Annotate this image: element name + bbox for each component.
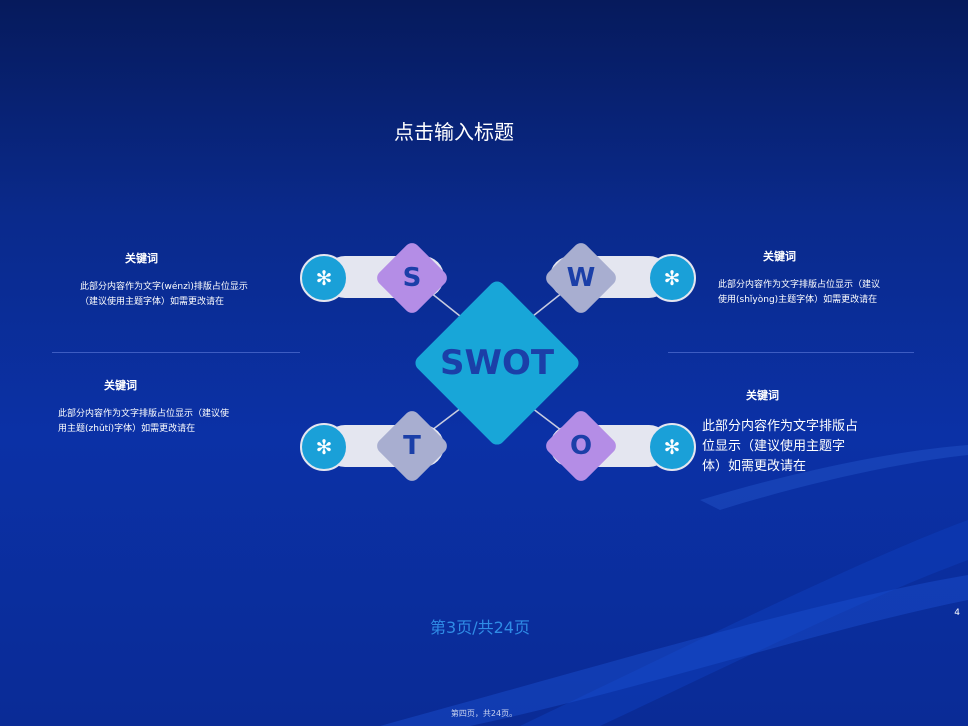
slide-number: 4 bbox=[954, 608, 960, 618]
w-body-text[interactable]: 此部分内容作为文字排版占位显示（建议使用(shǐyòng)主题字体）如需更改请在 bbox=[718, 280, 881, 305]
s-keyword[interactable]: 关键词 bbox=[125, 252, 158, 265]
w-asterisk-icon: ✻ bbox=[648, 254, 696, 302]
t-keyword[interactable]: 关键词 bbox=[104, 379, 137, 392]
s-diamond: S bbox=[373, 239, 451, 317]
w-diamond: W bbox=[542, 239, 620, 317]
swot-center-diamond: SWOT bbox=[411, 277, 583, 449]
o-asterisk-icon: ✻ bbox=[648, 423, 696, 471]
o-body-text[interactable]: 此部分内容作为文字排版占位显示（建议使用主题字体）如需更改请在 bbox=[702, 419, 859, 474]
o-letter: O bbox=[569, 431, 593, 461]
s-body-text[interactable]: 此部分内容作为文字(wénzì)排版占位显示（建议使用主题字体）如需更改请在 bbox=[80, 282, 248, 307]
w-letter: W bbox=[566, 263, 596, 293]
o-keyword[interactable]: 关键词 bbox=[746, 389, 779, 402]
o-diamond: O bbox=[542, 407, 620, 485]
s-asterisk-icon: ✻ bbox=[300, 254, 348, 302]
s-letter: S bbox=[402, 263, 422, 293]
right-divider bbox=[668, 352, 914, 353]
t-letter: T bbox=[403, 431, 421, 461]
t-diamond: T bbox=[373, 407, 451, 485]
left-divider bbox=[52, 352, 300, 353]
slide-title[interactable]: 点击输入标题 bbox=[394, 120, 514, 144]
footer-text: 第四页，共24页。 bbox=[450, 709, 518, 718]
t-body-text[interactable]: 此部分内容作为文字排版占位显示（建议使用主题(zhǔtí)字体）如需更改请在 bbox=[58, 409, 230, 434]
t-asterisk-icon: ✻ bbox=[300, 423, 348, 471]
swot-center-label: SWOT bbox=[439, 343, 555, 383]
page-indicator: 第3页/共24页 bbox=[430, 618, 530, 637]
w-keyword[interactable]: 关键词 bbox=[763, 250, 796, 263]
